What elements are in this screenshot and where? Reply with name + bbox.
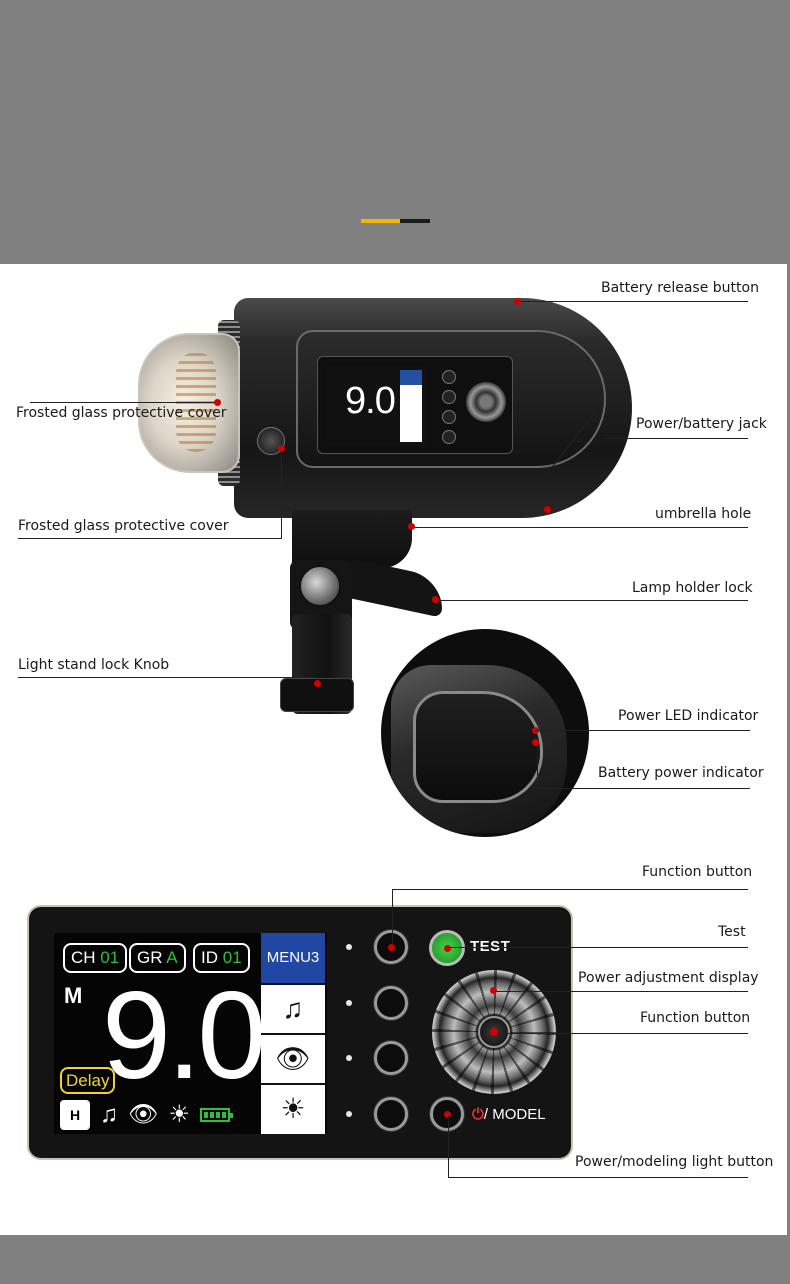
id-value: 01 xyxy=(222,948,242,967)
status-led xyxy=(346,1111,352,1117)
leader-line xyxy=(448,1177,748,1178)
id-label: ID xyxy=(201,948,218,967)
group-value: A xyxy=(166,948,178,967)
mini-function-button xyxy=(442,390,456,404)
mini-function-button xyxy=(442,410,456,424)
id-badge: ID 01 xyxy=(193,943,250,973)
mode-indicator: M xyxy=(64,983,83,1008)
leader-line xyxy=(18,677,318,678)
label-function-button-top: Function button xyxy=(642,864,753,880)
status-icon-row: H ♫ 👁 ☀ xyxy=(60,1099,233,1131)
model-label: ⏻/ MODEL xyxy=(472,1106,546,1123)
marker-frosted-cover xyxy=(214,399,221,406)
high-speed-flash-icon: H xyxy=(60,1100,90,1130)
zoom-detail-circle xyxy=(381,629,589,837)
marker-function-button xyxy=(388,944,395,951)
bottom-banner xyxy=(0,1235,790,1284)
status-led xyxy=(346,944,352,950)
marker-light-stand-lock xyxy=(314,680,321,687)
power-icon: ⏻ xyxy=(472,1106,484,1123)
leader-line xyxy=(448,1115,449,1178)
leader-line xyxy=(392,889,393,944)
label-frosted-cover-bottom: Frosted glass protective cover xyxy=(18,518,229,534)
function-button-1[interactable] xyxy=(374,930,408,964)
leader-line xyxy=(494,1033,748,1034)
leader-line xyxy=(536,730,750,731)
label-lamp-holder-lock: Lamp holder lock xyxy=(632,580,753,596)
menu-bulb-icon[interactable]: ☀ xyxy=(261,1083,325,1134)
marker-umbrella-hole xyxy=(408,523,415,530)
group-label: GR xyxy=(137,948,163,967)
label-frosted-cover-top: Frosted glass protective cover xyxy=(16,405,227,421)
eye-icon: 👁 xyxy=(128,1101,159,1128)
umbrella-lock-knob xyxy=(299,565,341,607)
marker-power-adjustment xyxy=(490,987,497,994)
label-test: Test xyxy=(718,924,746,940)
test-button[interactable] xyxy=(429,930,465,966)
mini-power-value: 9.0 xyxy=(345,380,396,422)
menu-header[interactable]: MENU3 xyxy=(261,933,325,983)
channel-badge: CH 01 xyxy=(63,943,128,973)
status-led xyxy=(346,1000,352,1006)
label-power-adjustment: Power adjustment display xyxy=(578,970,759,986)
mini-function-button xyxy=(442,370,456,384)
function-button-4[interactable] xyxy=(374,1097,408,1131)
mini-function-button xyxy=(442,430,456,444)
power-modeling-button[interactable] xyxy=(430,1097,464,1131)
delay-badge: Delay xyxy=(60,1067,116,1094)
leader-line xyxy=(30,402,218,403)
dial-center-button[interactable] xyxy=(478,1016,510,1048)
status-led xyxy=(346,1055,352,1061)
leader-line xyxy=(412,527,748,528)
leader-line xyxy=(604,438,748,439)
zoom-inner-panel xyxy=(413,691,543,803)
mini-dial xyxy=(466,382,506,422)
label-battery-power: Battery power indicator xyxy=(598,765,764,781)
battery-icon xyxy=(199,1108,233,1122)
menu-music-icon[interactable]: ♫ xyxy=(261,983,325,1033)
model-text: / MODEL xyxy=(483,1106,546,1123)
test-label: TEST xyxy=(470,938,511,955)
leader-line xyxy=(537,742,538,788)
leader-line xyxy=(518,301,748,302)
mini-menu-column xyxy=(400,370,422,442)
bulb-icon: ☀ xyxy=(168,1101,190,1128)
function-button-2[interactable] xyxy=(374,986,408,1020)
marker-test-button xyxy=(444,945,451,952)
marker-battery-release xyxy=(514,298,521,305)
divider-accent-yellow xyxy=(361,219,400,223)
label-function-button-dial: Function button xyxy=(640,1010,751,1026)
music-note-icon: ♫ xyxy=(100,1101,118,1128)
label-power-battery-jack: Power/battery jack xyxy=(636,416,767,432)
label-battery-release: Battery release button xyxy=(601,280,759,296)
leader-line xyxy=(448,947,748,948)
power-level-readout: 9.0 xyxy=(102,967,266,1105)
divider-accent-black xyxy=(400,219,430,223)
marker-power-jack xyxy=(544,506,551,513)
menu-eye-icon[interactable]: 👁 xyxy=(261,1033,325,1083)
marker-dial-center xyxy=(490,1028,498,1036)
marker-lamp-holder-lock xyxy=(432,596,439,603)
label-power-modeling: Power/modeling light button xyxy=(575,1154,774,1170)
label-light-stand-lock: Light stand lock Knob xyxy=(18,657,170,673)
marker-side-knob xyxy=(278,445,285,452)
label-power-led: Power LED indicator xyxy=(618,708,759,724)
battery-power-indicator xyxy=(532,739,539,746)
power-led-indicator xyxy=(532,727,539,734)
channel-label: CH xyxy=(71,948,96,967)
leader-line xyxy=(436,600,748,601)
leader-line xyxy=(494,991,748,992)
leader-line xyxy=(537,788,750,789)
channel-value: 01 xyxy=(100,948,120,967)
top-banner xyxy=(0,0,790,264)
leader-line xyxy=(392,889,748,890)
leader-line xyxy=(18,538,282,539)
leader-line xyxy=(281,450,282,538)
function-button-3[interactable] xyxy=(374,1041,408,1075)
marker-power-modeling xyxy=(444,1111,451,1118)
label-umbrella-hole: umbrella hole xyxy=(655,506,752,522)
group-badge: GR A xyxy=(129,943,186,973)
